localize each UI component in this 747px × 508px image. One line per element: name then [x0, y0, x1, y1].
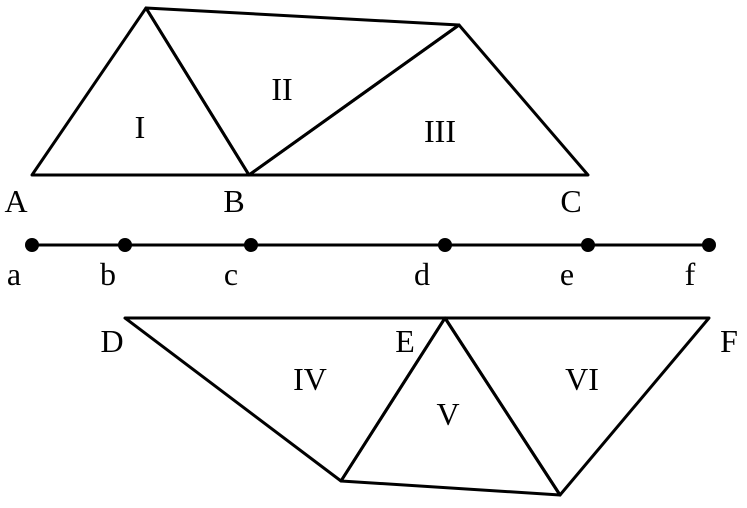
- vertex-label-D: D: [100, 323, 123, 359]
- number-line: a b c d e f: [7, 238, 716, 292]
- triangle-III: [247, 23, 590, 177]
- point-b: [118, 238, 132, 252]
- point-label-c: c: [224, 256, 238, 292]
- point-label-a: a: [7, 256, 21, 292]
- top-figure: I II III A B C: [4, 6, 590, 219]
- triangle-II: [144, 6, 461, 177]
- vertex-label-A: A: [4, 183, 27, 219]
- triangle-VI: [443, 316, 711, 497]
- region-label-VI: VI: [565, 361, 599, 397]
- point-d: [438, 238, 452, 252]
- vertex-label-E: E: [395, 323, 415, 359]
- region-label-V: V: [436, 396, 459, 432]
- point-label-b: b: [100, 256, 116, 292]
- point-c: [244, 238, 258, 252]
- vertex-label-B: B: [223, 183, 244, 219]
- point-f: [702, 238, 716, 252]
- point-label-d: d: [414, 256, 430, 292]
- point-label-f: f: [685, 256, 696, 292]
- region-label-II: II: [271, 71, 292, 107]
- region-label-I: I: [135, 109, 146, 145]
- vertex-label-C: C: [560, 183, 581, 219]
- bottom-figure: IV V VI D E F: [100, 316, 738, 497]
- point-label-e: e: [560, 256, 574, 292]
- region-label-III: III: [424, 113, 456, 149]
- point-e: [581, 238, 595, 252]
- triangle-I: [30, 6, 251, 177]
- region-label-IV: IV: [293, 361, 327, 397]
- vertex-label-F: F: [720, 323, 738, 359]
- point-a: [25, 238, 39, 252]
